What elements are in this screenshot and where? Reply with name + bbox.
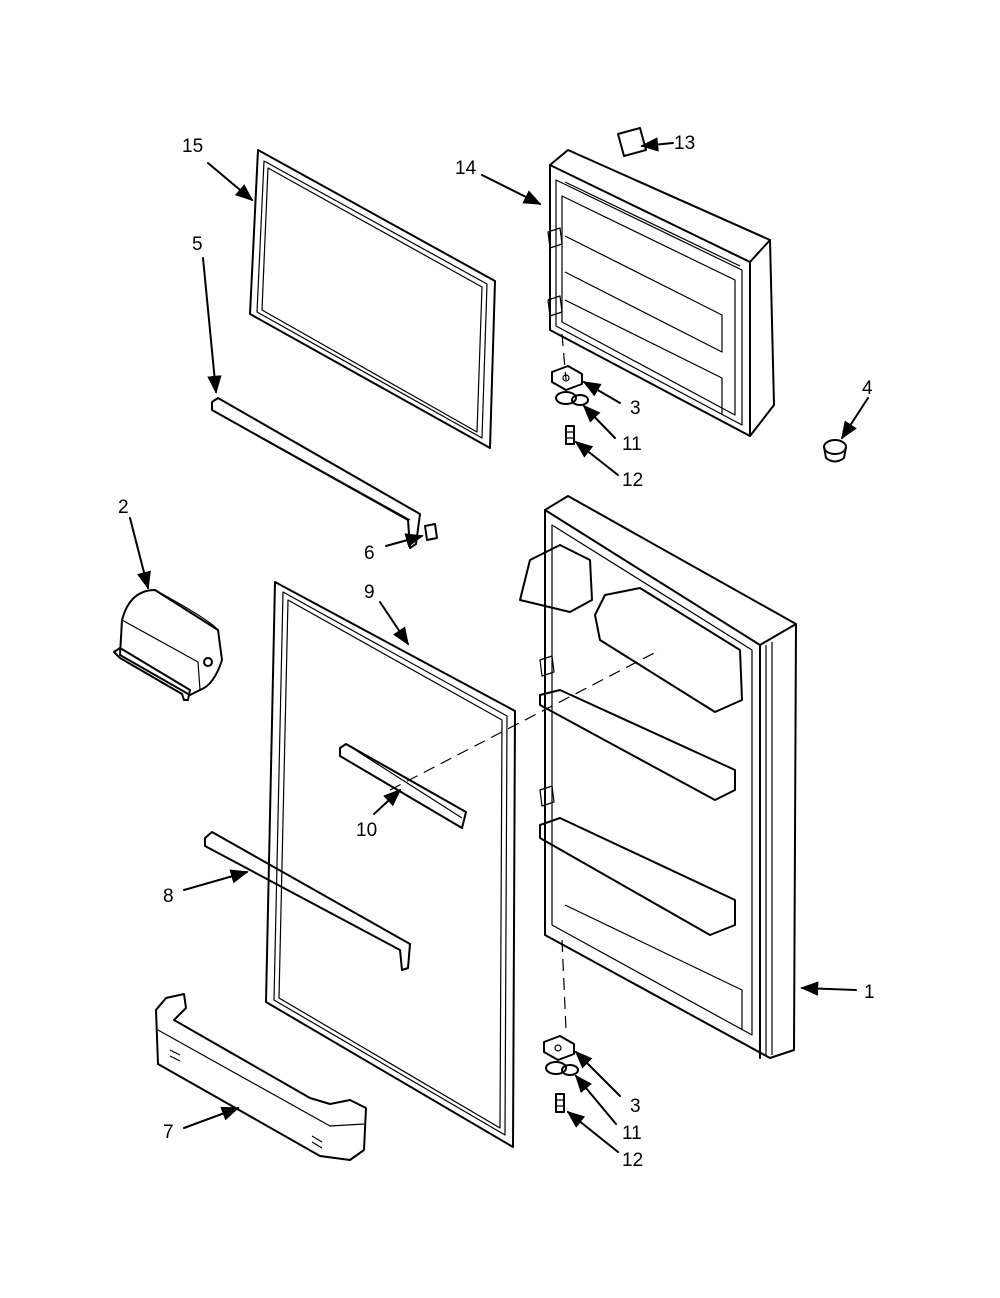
callout-5: 5 bbox=[192, 234, 203, 255]
callout-12-upper: 12 bbox=[622, 470, 643, 491]
callout-11-lower: 11 bbox=[622, 1123, 642, 1144]
callout-15: 15 bbox=[182, 136, 203, 157]
callout-14: 14 bbox=[455, 158, 477, 179]
freezer-gasket bbox=[249, 149, 496, 449]
upper-hinge-hardware bbox=[551, 365, 589, 445]
callout-10: 10 bbox=[356, 820, 377, 841]
door-trim-strip bbox=[339, 743, 467, 829]
door-label bbox=[617, 127, 647, 157]
dairy-door bbox=[113, 589, 223, 701]
callout-7: 7 bbox=[163, 1122, 174, 1143]
trim-end-cap bbox=[424, 523, 438, 541]
part-10-reference-line bbox=[389, 649, 661, 791]
callout-8: 8 bbox=[163, 886, 174, 907]
callout-arrows bbox=[129, 137, 869, 1153]
callout-12-lower: 12 bbox=[622, 1150, 643, 1171]
lower-hinge-hardware bbox=[543, 1035, 579, 1113]
callout-6: 6 bbox=[364, 543, 375, 564]
callout-3-upper: 3 bbox=[630, 398, 641, 419]
callout-4: 4 bbox=[862, 378, 873, 399]
callout-2: 2 bbox=[118, 497, 129, 518]
callout-1: 1 bbox=[864, 982, 875, 1003]
callout-3-lower: 3 bbox=[630, 1096, 641, 1117]
plug-button bbox=[823, 439, 847, 463]
fresh-food-door bbox=[519, 495, 797, 1059]
callout-13: 13 bbox=[674, 133, 695, 154]
freezer-door-trim bbox=[211, 397, 421, 549]
callout-labels: 15 14 13 5 3 11 12 4 6 2 9 10 8 7 1 3 11… bbox=[118, 133, 875, 1171]
callout-11-upper: 11 bbox=[622, 434, 642, 455]
shelf-trim-strip bbox=[204, 831, 411, 971]
callout-9: 9 bbox=[364, 582, 375, 603]
bottom-door-shelf bbox=[155, 993, 367, 1161]
fresh-food-gasket bbox=[265, 581, 516, 1148]
freezer-door bbox=[547, 149, 775, 437]
